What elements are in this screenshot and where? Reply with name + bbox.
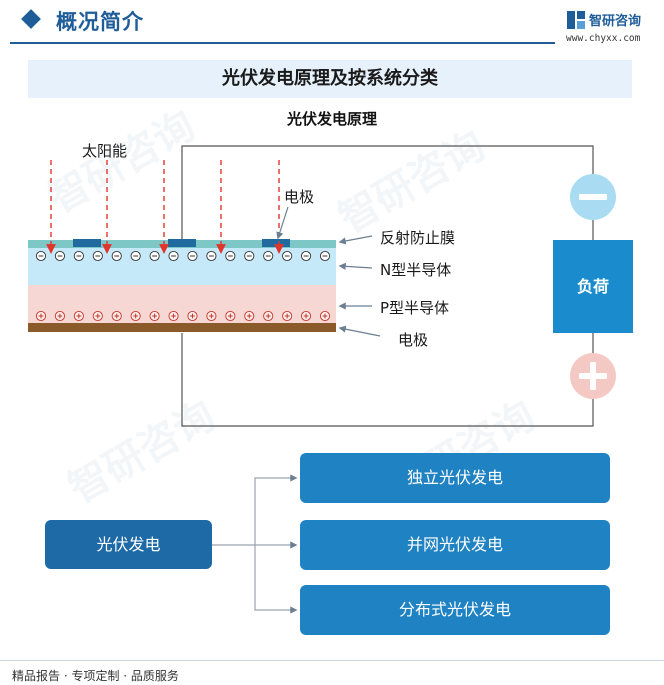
plus-sign [590, 362, 596, 390]
anti-reflection-label: 反射防止膜 [380, 229, 456, 247]
header-divider [10, 42, 555, 44]
sun-label: 太阳能 [82, 142, 128, 160]
classification-root: 光伏发电 [45, 520, 212, 569]
diagram-title: 光伏发电原理 [286, 110, 377, 128]
electrode-top-pointer [276, 206, 289, 240]
load-box: 负荷 [553, 240, 633, 333]
n-type-label: N型半导体 [380, 261, 452, 279]
electrode-bottom-pointer [338, 325, 381, 337]
anti-reflection-pointer [338, 235, 373, 245]
footer-slogan: 精品报告 · 专项定制 · 品质服务 [12, 669, 179, 683]
footer-divider [0, 660, 664, 661]
top-electrode-pad [73, 239, 101, 247]
brand-name: 智研咨询 [589, 14, 642, 29]
classification-item-grid-connected: 并网光伏发电 [300, 520, 610, 570]
top-electrode-pad [168, 239, 196, 247]
page-title: 概况简介 [56, 10, 144, 34]
tree-connector [254, 545, 298, 614]
classification-item-distributed: 分布式光伏发电 [300, 585, 610, 635]
minus-sign [579, 194, 607, 200]
top-electrode-pad [262, 239, 290, 247]
bottom-electrode [28, 323, 336, 332]
p-type-label: P型半导体 [380, 299, 450, 317]
brand-logo-icon [567, 11, 585, 29]
tree-connector [254, 474, 298, 545]
brand-url: www.chyxx.com [566, 33, 641, 44]
n-type-pointer [338, 262, 373, 270]
electrode-top-label: 电极 [284, 188, 315, 206]
classification-item-standalone: 独立光伏发电 [300, 453, 610, 503]
electrode-bottom-label: 电极 [398, 331, 429, 349]
section-banner-title: 光伏发电原理及按系统分类 [28, 60, 632, 98]
circuit-wire [181, 333, 594, 427]
